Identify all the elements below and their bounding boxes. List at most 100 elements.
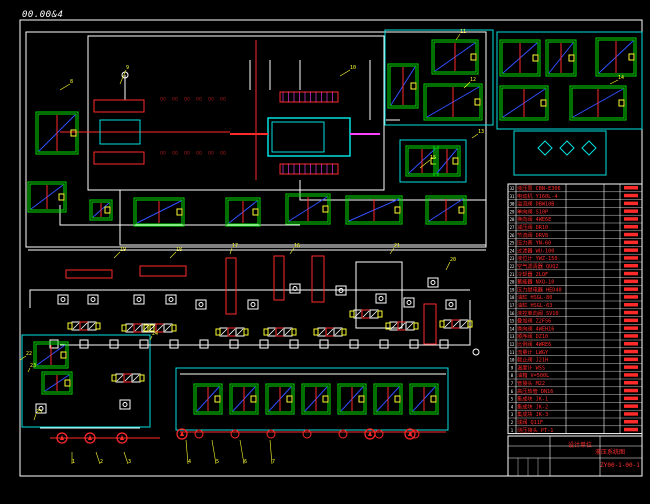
bom-material-mark <box>624 349 638 354</box>
solenoid-symbol <box>214 395 221 403</box>
bom-row-text: 换向阀 4WEH16 <box>517 324 554 332</box>
part-number-label: 14 <box>618 75 624 81</box>
valve-block <box>33 341 69 369</box>
check-valve <box>247 299 259 310</box>
valve-block <box>595 37 637 77</box>
pump-symbol <box>56 432 68 444</box>
bom-row-number: 11 <box>510 350 515 355</box>
leader-line <box>239 439 245 465</box>
bom-material-mark <box>624 186 638 190</box>
solenoid-symbol <box>628 53 635 61</box>
check-ball <box>168 297 174 302</box>
leader-line <box>185 439 189 465</box>
valve-arrow <box>268 328 276 336</box>
valve-block <box>41 371 73 395</box>
check-ball <box>198 302 204 307</box>
check-ball <box>430 280 436 285</box>
leader-line <box>389 247 395 255</box>
schematic-lines <box>21 29 643 439</box>
solenoid-left <box>263 328 269 336</box>
bom-material-mark <box>624 295 638 299</box>
valve-arrow <box>334 328 342 336</box>
bom-row-text: 液压泵 CBN-E306 <box>517 184 561 192</box>
check-valve <box>57 294 69 305</box>
solenoid-symbol <box>252 208 259 216</box>
solenoid-symbol <box>322 395 329 403</box>
sensor-mark: ▯▯ <box>160 96 166 102</box>
part-number-label: 2 <box>100 459 103 465</box>
solenoid-symbol <box>618 99 625 107</box>
bom-row-number: 2 <box>511 420 514 425</box>
part-number-label: 17 <box>232 243 238 249</box>
bom-row-number: 15 <box>510 319 515 324</box>
leader-line <box>455 33 461 41</box>
bom-material-mark <box>624 279 638 284</box>
port-fitting <box>379 339 389 349</box>
solenoid-symbol <box>394 206 401 214</box>
pump-symbol <box>116 432 128 444</box>
valve-arrow <box>398 322 406 330</box>
components-layer: ▯▯▯▯▯▯▯▯▯▯▯▯▯▯▯▯▯▯▯▯▯▯▯▯ <box>27 37 637 444</box>
leader-line <box>119 69 127 85</box>
valve-arrow <box>460 320 468 328</box>
solenoid-symbol <box>322 205 329 213</box>
sensor-mark: ▯▯ <box>208 150 214 156</box>
filter-symbol <box>559 140 575 156</box>
check-ball <box>38 406 44 411</box>
valve-arrow <box>132 374 140 382</box>
bom-row-number: 28 <box>510 217 515 222</box>
check-valve <box>427 277 439 288</box>
leader-line <box>123 451 129 465</box>
part-number-label: 24 <box>152 331 158 337</box>
pump-motor <box>194 429 204 439</box>
valve-arrow <box>228 328 236 336</box>
bom-row-text: 单向阀 S10P <box>517 207 548 215</box>
check-ball <box>90 297 96 302</box>
solenoid-symbol <box>430 395 437 403</box>
leader-line <box>95 451 101 465</box>
valve-arrow <box>80 322 88 330</box>
check-ball <box>136 297 142 302</box>
valve-block <box>433 145 461 177</box>
bom-row-text: 截止阀 J21H <box>517 356 548 364</box>
part-number-label: 18 <box>176 247 182 253</box>
sensor-mark: ▯▯ <box>220 96 226 102</box>
pump-symbol <box>176 428 188 440</box>
leader-line <box>59 83 71 91</box>
bom-row-text: 过滤器 WU-100 <box>517 246 554 254</box>
valve-block <box>345 195 403 225</box>
port-fitting <box>109 339 119 349</box>
bom-material-mark <box>624 334 638 338</box>
cylinder-small <box>139 265 187 277</box>
solenoid-left <box>439 320 445 328</box>
part-number-label: 19 <box>120 247 126 253</box>
valve-arrow <box>370 310 378 318</box>
valve-arrow <box>124 374 132 382</box>
solenoid-right <box>377 310 383 318</box>
bom-row-text: 顺序阀 DZ10 <box>517 332 548 340</box>
solenoid-right <box>95 322 101 330</box>
leader-line <box>33 413 37 421</box>
valve-block <box>133 197 185 227</box>
bom-row-number: 17 <box>510 303 515 308</box>
check-valve <box>165 294 177 305</box>
part-number-label: 9 <box>126 65 129 71</box>
check-valve <box>335 285 347 296</box>
manifold-valve <box>265 383 295 415</box>
bom-row-text: 油缸 HSGL-80 <box>517 293 552 301</box>
check-valve <box>195 299 207 310</box>
main-cylinder <box>267 117 351 157</box>
bom-row-text: 换向阀 4WE6E <box>517 215 551 223</box>
part-number-label: 5 <box>216 459 219 465</box>
sensor-mark: ▯▯ <box>184 150 190 156</box>
sensor-mark: ▯▯ <box>160 150 166 156</box>
pump-arrow <box>60 435 64 440</box>
port-fitting <box>349 339 359 349</box>
bom-material-mark <box>624 365 638 369</box>
leader-line <box>609 79 619 85</box>
part-number-label: 3 <box>128 459 131 465</box>
port-fitting <box>199 339 209 349</box>
bom-row-text: 减压阀 DR10 <box>517 223 548 231</box>
pump-motor <box>266 429 276 439</box>
